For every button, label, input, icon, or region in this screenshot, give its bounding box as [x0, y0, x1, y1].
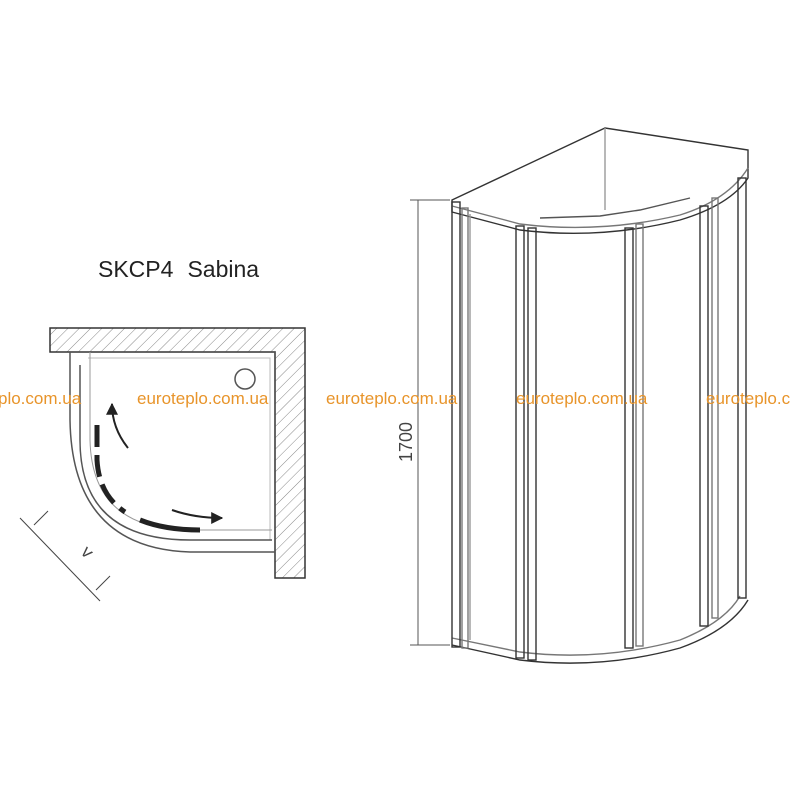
door-track	[539, 197, 691, 219]
door-profile-d	[635, 223, 644, 647]
height-label: 1700	[396, 422, 416, 462]
front-arc	[79, 365, 272, 541]
top-cap	[451, 127, 749, 235]
tray-inner-edge	[88, 357, 271, 540]
top-cap-inner	[451, 167, 749, 229]
bottom-rail-inner	[451, 595, 741, 656]
left-frame-outer	[461, 207, 469, 649]
dimension-tick-a	[33, 510, 49, 526]
watermark-text-1: plo.com.ua	[0, 389, 82, 408]
shower-tray	[69, 351, 276, 553]
arrow-open-right	[171, 509, 224, 524]
front-arc-inner	[89, 352, 272, 531]
dimension-tick-b	[95, 575, 111, 591]
perspective-view	[451, 127, 749, 664]
wall-hatch	[49, 327, 306, 579]
dimension-line	[19, 517, 101, 602]
rear-wall-profile	[737, 177, 747, 599]
watermark-text-2: euroteplo.com.ua	[137, 389, 269, 408]
plan-view: v	[19, 327, 306, 602]
door-profile-a	[515, 225, 525, 659]
left-wall-profile	[451, 201, 461, 648]
drain	[234, 368, 256, 390]
door-profile-b	[527, 227, 537, 661]
watermark-text-4: euroteplo.com.ua	[516, 389, 648, 408]
right-wall-profile	[711, 197, 719, 619]
height-dimension: 1700	[396, 199, 450, 646]
watermark-text-5: euroteplo.c	[706, 389, 791, 408]
right-frame-profile	[699, 205, 709, 627]
watermark-text-3: euroteplo.com.ua	[326, 389, 458, 408]
width-label: v	[77, 542, 98, 563]
arrow-open-left	[106, 402, 129, 449]
door-profile-c	[624, 227, 634, 649]
bottom-rail	[451, 599, 749, 664]
door-segment-left	[94, 425, 127, 515]
watermark: plo.com.ua euroteplo.com.ua euroteplo.co…	[0, 389, 791, 408]
door-segment-right	[139, 517, 201, 533]
